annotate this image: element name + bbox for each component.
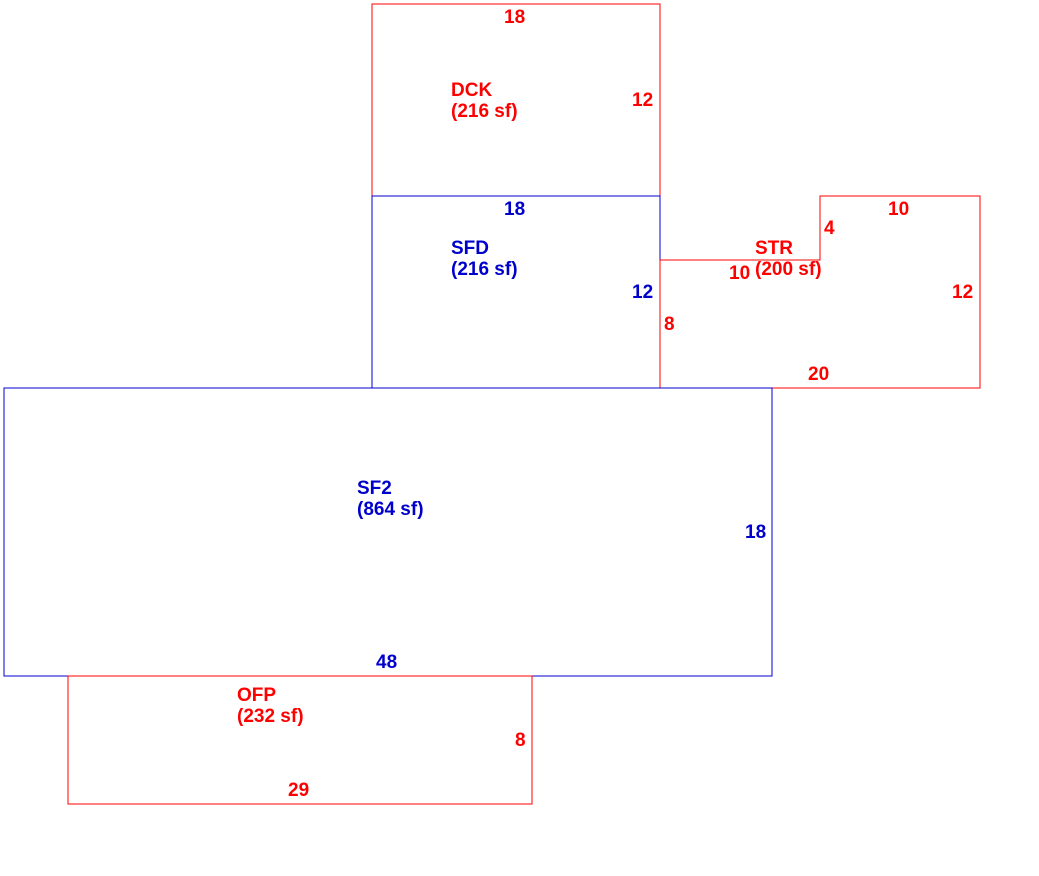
str-left-dimension: 8	[664, 314, 675, 335]
ofp-bottom-dimension: 29	[288, 780, 310, 801]
dck-top-dimension: 18	[504, 7, 526, 28]
sf2-right-dimension: 18	[745, 522, 767, 543]
dck-code: DCK	[451, 80, 493, 101]
dck-label: DCK (216 sf)	[451, 80, 518, 122]
ofp-right-dimension: 8	[515, 730, 526, 751]
ofp-outline	[67, 675, 533, 805]
str-step-height-dimension: 4	[824, 218, 835, 239]
ofp-area: (232 sf)	[237, 706, 304, 727]
sfd-label: SFD (216 sf)	[451, 238, 518, 280]
sfd-outline	[371, 195, 661, 389]
str-right-dimension: 12	[952, 282, 974, 303]
str-outline	[659, 195, 981, 389]
sfd-right-dimension: 12	[632, 282, 654, 303]
str-area: (200 sf)	[755, 259, 822, 280]
sfd-top-dimension: 18	[504, 199, 526, 220]
sf2-area: (864 sf)	[357, 499, 424, 520]
str-bottom-dimension: 20	[808, 364, 830, 385]
dck-area: (216 sf)	[451, 101, 518, 122]
sfd-code: SFD	[451, 238, 489, 259]
str-top-dimension: 10	[888, 199, 910, 220]
str-step-width-dimension: 10	[729, 263, 751, 284]
sf2-code: SF2	[357, 478, 392, 499]
sf2-outline	[3, 387, 773, 677]
str-code: STR	[755, 238, 793, 259]
str-label: STR (200 sf)	[755, 238, 822, 280]
dck-right-dimension: 12	[632, 90, 654, 111]
sfd-area: (216 sf)	[451, 259, 518, 280]
ofp-code: OFP	[237, 685, 277, 706]
sf2-bottom-dimension: 48	[376, 652, 398, 673]
ofp-label: OFP (232 sf)	[237, 685, 304, 727]
sf2-label: SF2 (864 sf)	[357, 478, 424, 520]
